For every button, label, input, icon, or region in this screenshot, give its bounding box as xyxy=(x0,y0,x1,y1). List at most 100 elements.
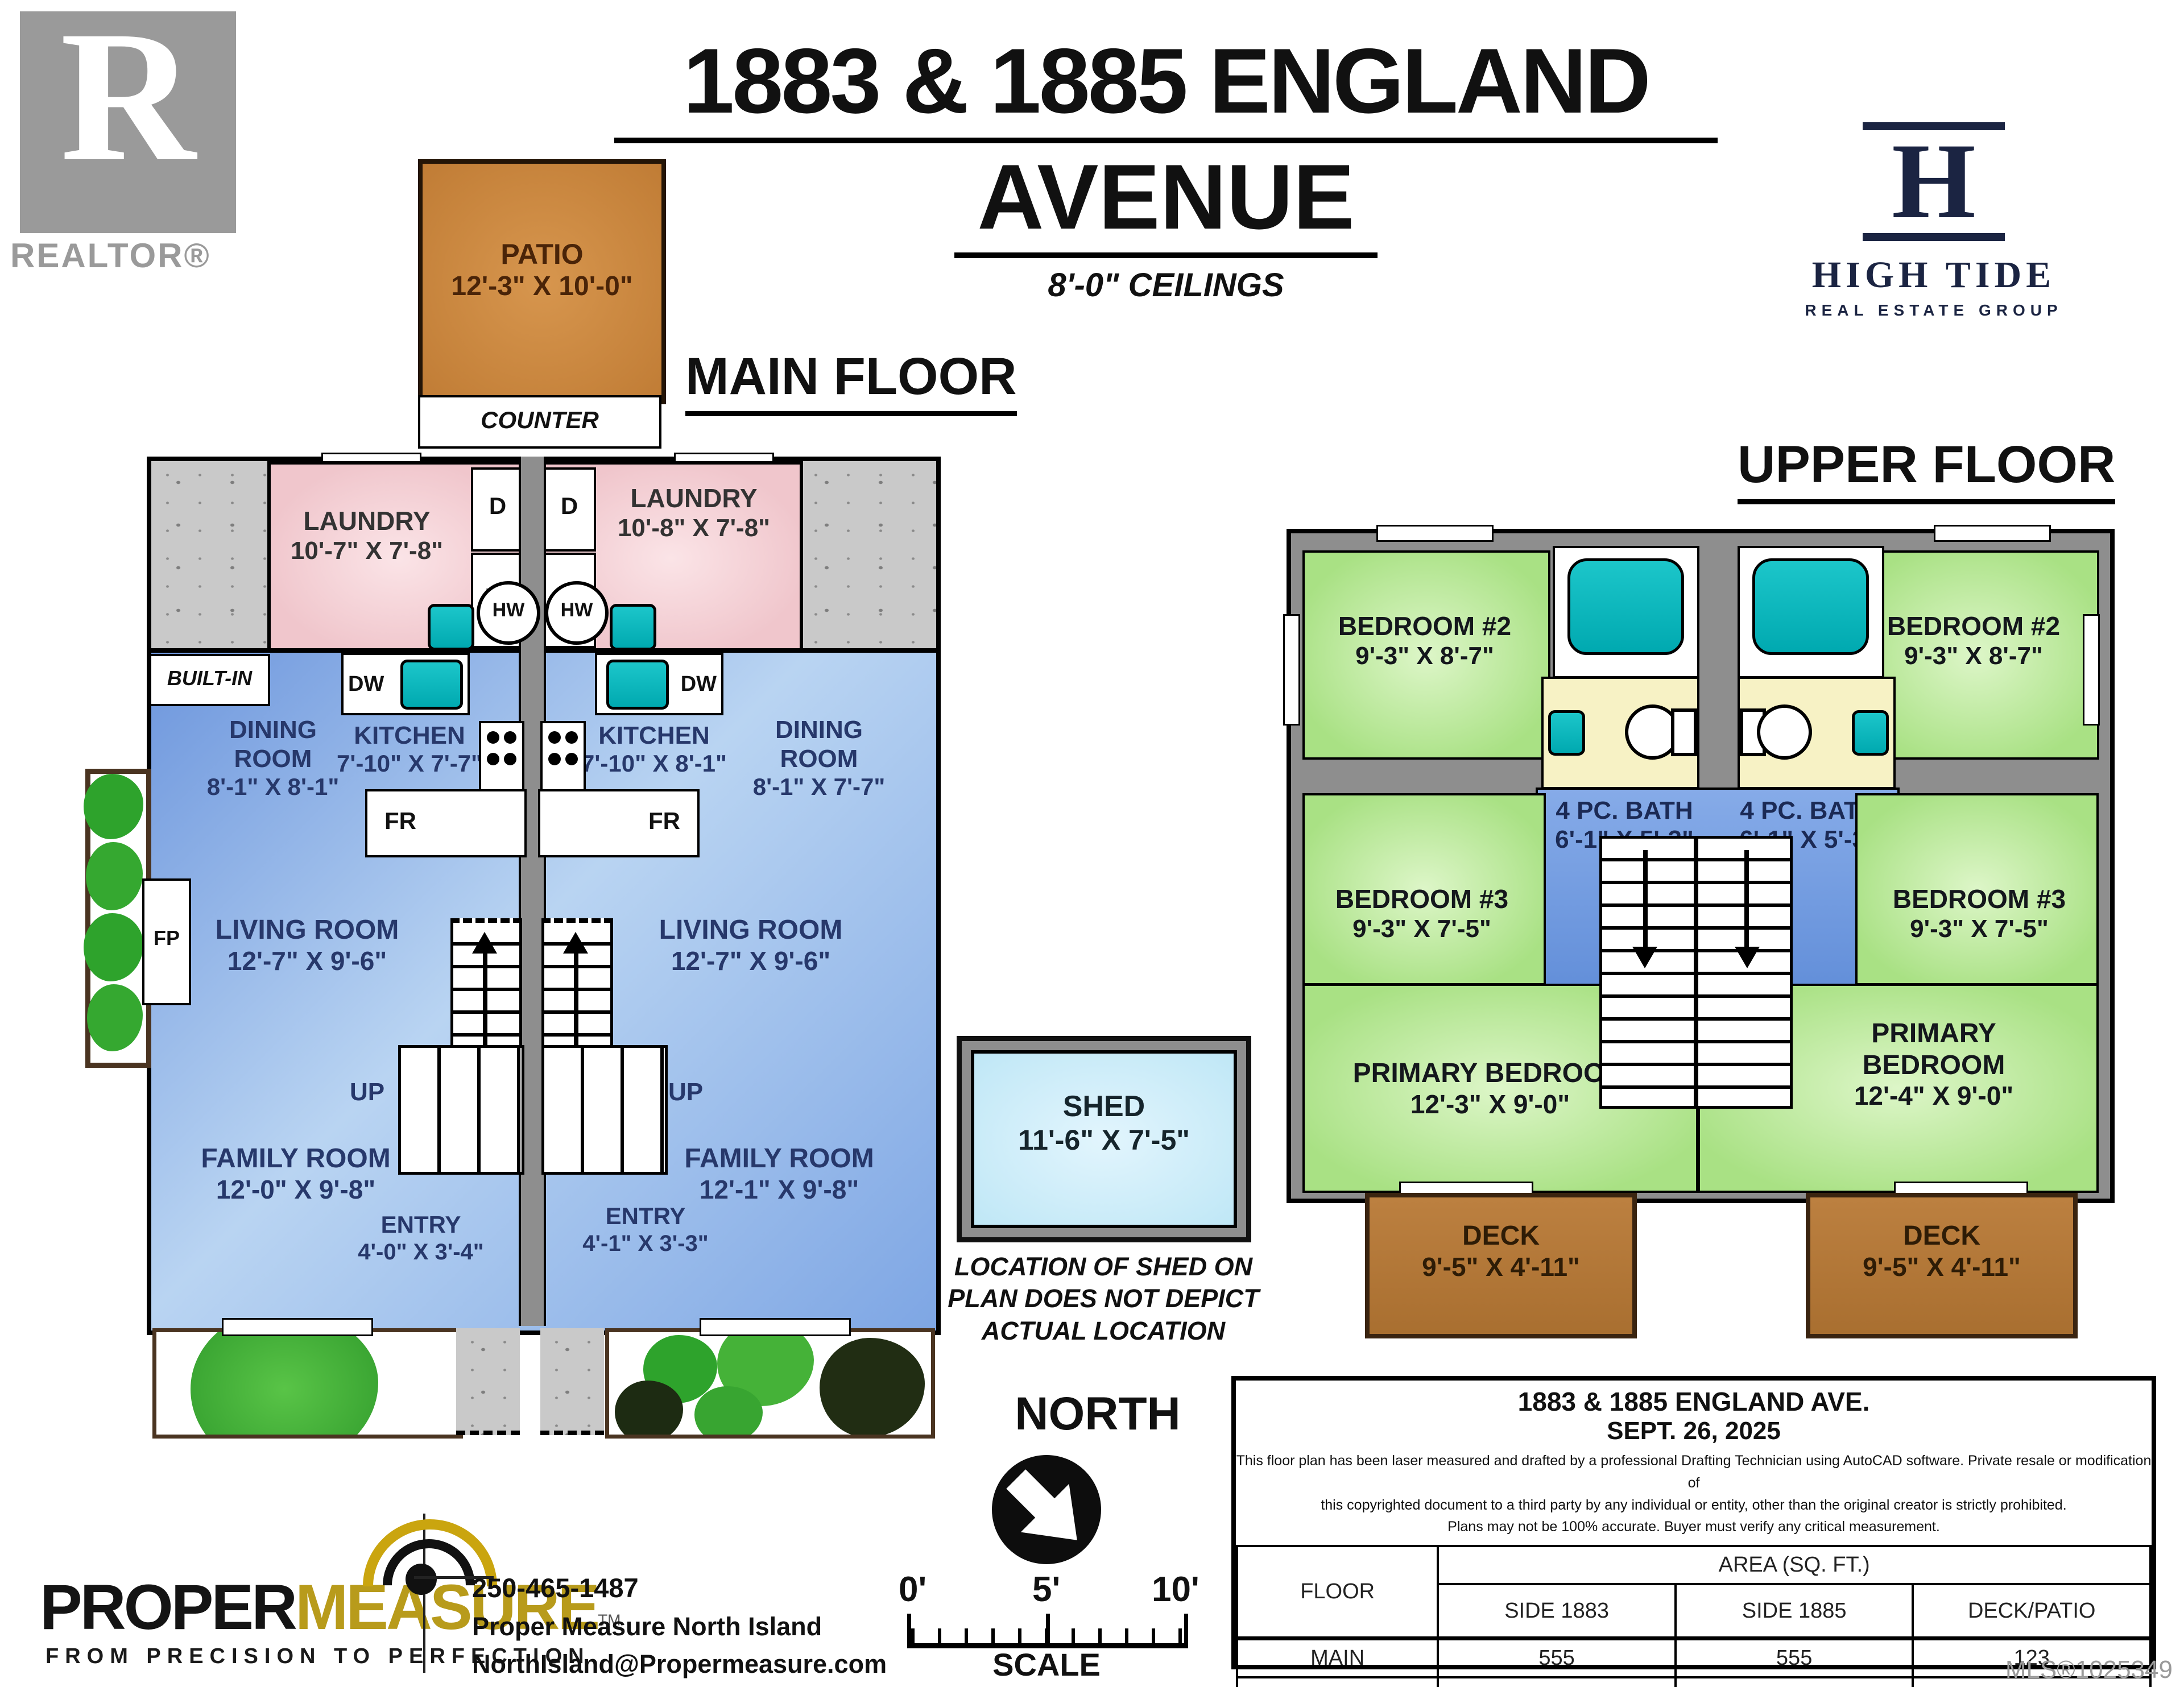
walkway-left xyxy=(456,1328,520,1435)
counter-label: COUNTER xyxy=(481,407,599,433)
propermeasure-tm: TM xyxy=(598,1611,621,1629)
garden-right xyxy=(605,1328,935,1439)
hot-water-left: HW xyxy=(477,581,540,645)
counter: COUNTER xyxy=(418,395,661,449)
hedge-bush xyxy=(84,913,143,981)
col-area: AREA (SQ. FT.) xyxy=(1437,1545,2152,1585)
dining-right-label: DINING ROOM 8'-1" X 7'-7" xyxy=(752,716,886,801)
high-tide-monogram-h: H xyxy=(1892,122,1976,241)
north-arrow-icon xyxy=(992,1455,1101,1564)
tree xyxy=(191,1332,378,1435)
main-floor-heading: MAIN FLOOR xyxy=(685,347,1017,416)
fridge-counter-right: FR xyxy=(538,789,700,857)
col-floor: FLOOR xyxy=(1235,1545,1440,1640)
laundry-right-label: LAUNDRY 10'-8" X 7'-8" xyxy=(617,483,771,542)
deck-left-dims: 9'-5" X 4'-11" xyxy=(1422,1252,1580,1282)
dryer-left: D xyxy=(471,467,524,552)
walkway-right xyxy=(540,1328,604,1435)
pm-company: Proper Measure North Island xyxy=(472,1611,822,1641)
up-label-left: UP xyxy=(350,1078,385,1106)
living-left-label: LIVING ROOM 12'-7" X 9'-6" xyxy=(215,915,399,976)
shrub-dark xyxy=(615,1381,683,1435)
tub-closet-left xyxy=(1553,546,1699,678)
built-in: BUILT-IN xyxy=(149,654,270,706)
title-line2: AVENUE xyxy=(954,144,1378,258)
shed: SHED 11'-6" X 7'-5" xyxy=(957,1036,1251,1242)
fireplace: FP xyxy=(142,878,191,1005)
bedroom3-left-label: BEDROOM #3 9'-3" X 7'-5" xyxy=(1335,884,1509,943)
propermeasure-logo: PROPERMEASURETM xyxy=(40,1570,621,1644)
propermeasure-word2: MEASURE xyxy=(295,1572,600,1643)
realtor-logo-r: R xyxy=(60,0,196,200)
pm-phone: 250-465-1487 xyxy=(472,1573,639,1603)
patio-dims: 12'-3" X 10'-0" xyxy=(451,271,633,301)
family-left-label: FAMILY ROOM 12'-0" X 9'-8" xyxy=(201,1143,391,1204)
scale-label: SCALE xyxy=(992,1647,1101,1682)
upper-window xyxy=(2083,614,2100,726)
bedroom2-left xyxy=(1302,550,1550,760)
col-side1885: SIDE 1885 xyxy=(1674,1583,1914,1640)
deck-right-label: DECK xyxy=(1902,1221,1980,1251)
sheet-title: 1883 & 1885 ENGLAND AVENUE 8'-0" CEILING… xyxy=(614,28,1718,304)
toilet-right xyxy=(1757,704,1812,760)
table-title2: SEPT. 26, 2025 xyxy=(1607,1417,1781,1445)
bath-sink-right xyxy=(1852,710,1889,756)
garden-left xyxy=(152,1328,463,1439)
propermeasure-tagline: FROM PRECISION TO PERFECTION xyxy=(46,1644,590,1668)
deck-right: DECK 9'-5" X 4'-11" xyxy=(1806,1193,2078,1338)
bathtub-left xyxy=(1567,558,1684,655)
propermeasure-target-icon xyxy=(335,1491,525,1681)
realtor-label: REALTOR® xyxy=(10,237,211,275)
propermeasure-contact: 250-465-1487 Proper Measure North Island… xyxy=(472,1568,887,1684)
upper-window xyxy=(1376,525,1494,542)
table-disclaimer: This floor plan has been laser measured … xyxy=(1236,1453,2152,1535)
laundry-sink-left xyxy=(428,604,474,650)
deck-left: DECK 9'-5" X 4'-11" xyxy=(1365,1193,1637,1338)
scale-0: 0' xyxy=(899,1570,927,1609)
high-tide-subtitle: REAL ESTATE GROUP xyxy=(1805,301,2063,319)
hedge-bush xyxy=(87,984,143,1051)
high-tide-logo: H HIGH TIDE REAL ESTATE GROUP xyxy=(1774,122,2093,320)
entry-left-label: ENTRY 4'-0" X 3'-4" xyxy=(358,1211,484,1265)
shed-note: LOCATION OF SHED ON PLAN DOES NOT DEPICT… xyxy=(948,1252,1259,1345)
family-window-left xyxy=(222,1318,373,1336)
fr-right: FR xyxy=(648,807,680,834)
bedroom2-left-label: BEDROOM #2 9'-3" X 8'-7" xyxy=(1338,611,1512,670)
deck-right-dims: 9'-5" X 4'-11" xyxy=(1863,1252,2021,1282)
propermeasure-word1: PROPER xyxy=(40,1572,297,1643)
bedroom2-right-label: BEDROOM #2 9'-3" X 8'-7" xyxy=(1887,611,2061,670)
bath-sink-left xyxy=(1548,710,1585,756)
col-deckpatio: DECK/PATIO xyxy=(1912,1583,2152,1640)
patio-label: PATIO xyxy=(500,238,584,270)
primary-right-label: PRIMARY BEDROOM 12'-4" X 9'-0" xyxy=(1854,1018,2014,1111)
bedroom3-right-label: BEDROOM #3 9'-3" X 7'-5" xyxy=(1892,884,2066,943)
stair-landing-right xyxy=(541,1045,668,1175)
scale-ruler xyxy=(907,1614,1188,1648)
living-right-label: LIVING ROOM 12'-7" X 9'-6" xyxy=(659,915,843,976)
shrub xyxy=(694,1386,763,1435)
dining-left-label: DINING ROOM 8'-1" X 8'-1" xyxy=(206,716,340,801)
table-title1: 1883 & 1885 ENGLAND AVE. xyxy=(1517,1387,1870,1416)
kitchen-counter-top-right: DW xyxy=(595,653,723,715)
fridge-counter-left: FR xyxy=(365,789,527,857)
bathtub-right xyxy=(1752,558,1869,655)
upper-window xyxy=(1283,614,1300,726)
high-tide-monogram: H xyxy=(1863,122,2005,241)
col-side1883: SIDE 1883 xyxy=(1437,1583,1677,1640)
bedroom3-left xyxy=(1302,793,1546,985)
stair-landing-left xyxy=(398,1045,524,1175)
tub-closet-right xyxy=(1738,546,1884,678)
kitchen-right-label: KITCHEN 7'-10" X 8'-1" xyxy=(581,722,727,777)
entry-right-label: ENTRY 4'-1" X 3'-3" xyxy=(582,1203,709,1256)
table-row: UPPER 464 464 102 xyxy=(1235,1676,2152,1687)
stairs-down xyxy=(1599,836,1793,1109)
kitchen-sink-left xyxy=(400,660,463,710)
ceiling-note: 8'-0" CEILINGS xyxy=(1048,267,1284,304)
kitchen-sink-right xyxy=(606,660,669,710)
scale-5: 5' xyxy=(1032,1570,1061,1609)
patio: PATIO 12'-3" X 10'-0" xyxy=(418,159,666,404)
mls-number: MLS®1025349 xyxy=(2005,1656,2173,1684)
north-label: NORTH xyxy=(1015,1388,1181,1440)
scale-10: 10' xyxy=(1152,1570,1199,1609)
